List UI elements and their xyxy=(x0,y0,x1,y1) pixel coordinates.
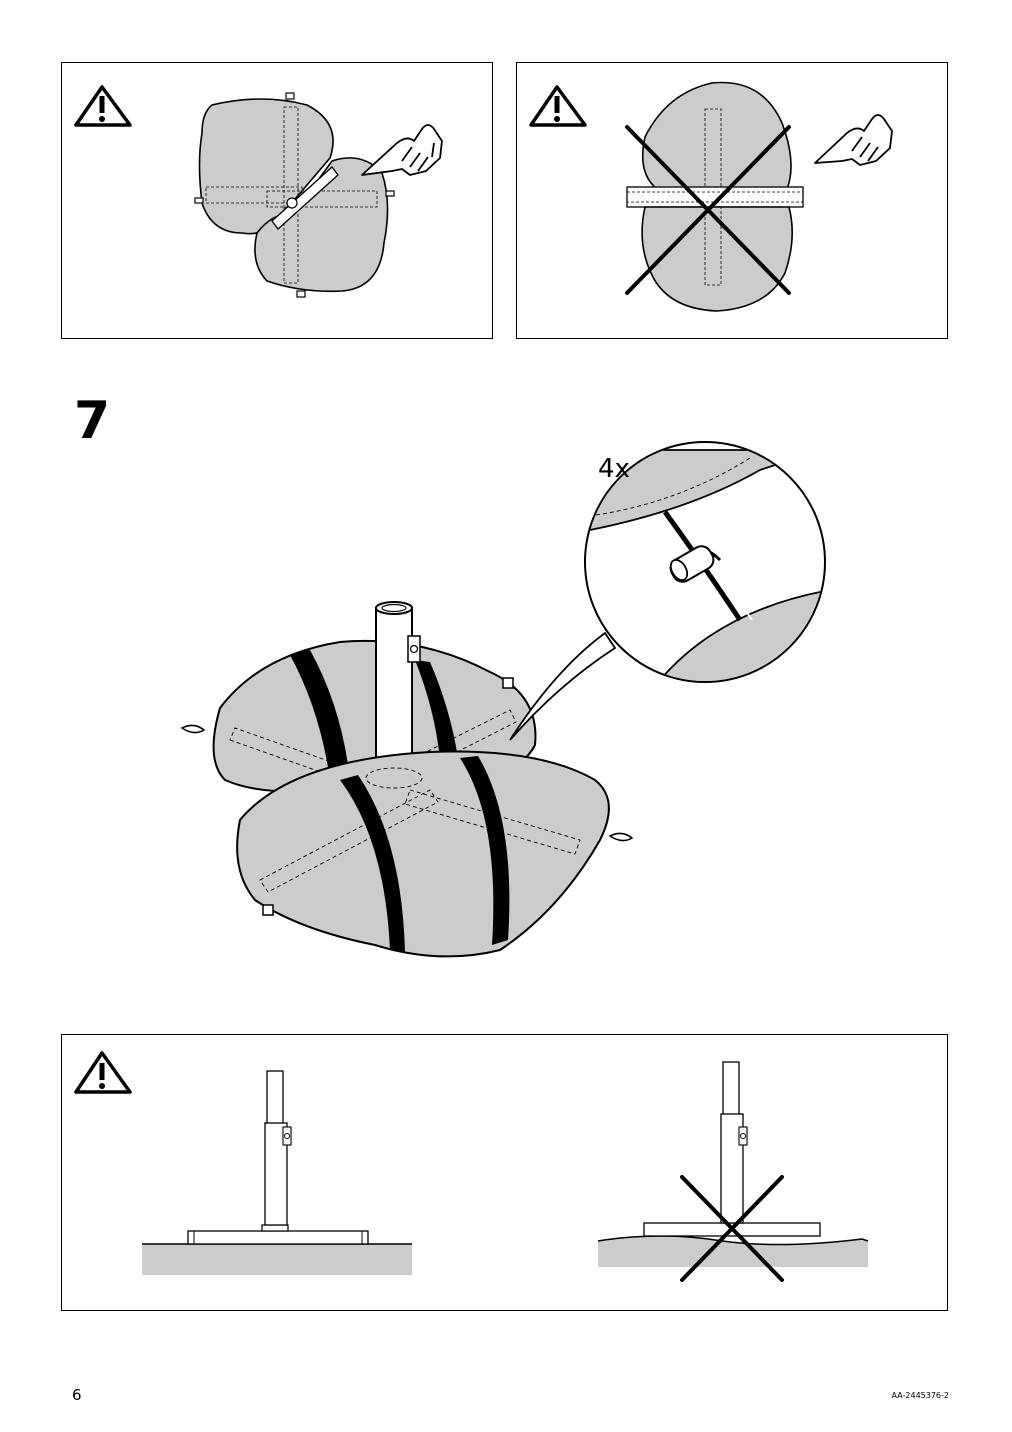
weight-bags-misaligned-illustration xyxy=(529,81,893,312)
warning-panel-ground xyxy=(61,1034,948,1311)
step-number: 7 xyxy=(74,391,111,451)
flat-ground-base xyxy=(142,1070,412,1275)
uneven-ground-base xyxy=(597,1061,869,1282)
quantity-label: 4x xyxy=(598,454,630,484)
base-with-weight-bags-illustration xyxy=(180,441,826,958)
pointing-hand-icon xyxy=(814,114,893,166)
weight-bags-aligned-illustration xyxy=(74,85,443,298)
warning-panel-correct xyxy=(61,62,493,339)
cross-out-icon xyxy=(625,125,791,295)
page-number: 6 xyxy=(72,1386,82,1404)
warning-panel-incorrect xyxy=(516,62,948,339)
ground-level-illustration xyxy=(74,1051,869,1282)
cross-out-icon xyxy=(680,1175,784,1282)
warning-triangle-icon xyxy=(74,85,132,127)
warning-triangle-icon xyxy=(74,1051,132,1094)
document-code: AA-2445376-2 xyxy=(891,1391,949,1400)
warning-triangle-icon xyxy=(529,85,587,127)
pointing-hand-icon xyxy=(361,124,443,176)
